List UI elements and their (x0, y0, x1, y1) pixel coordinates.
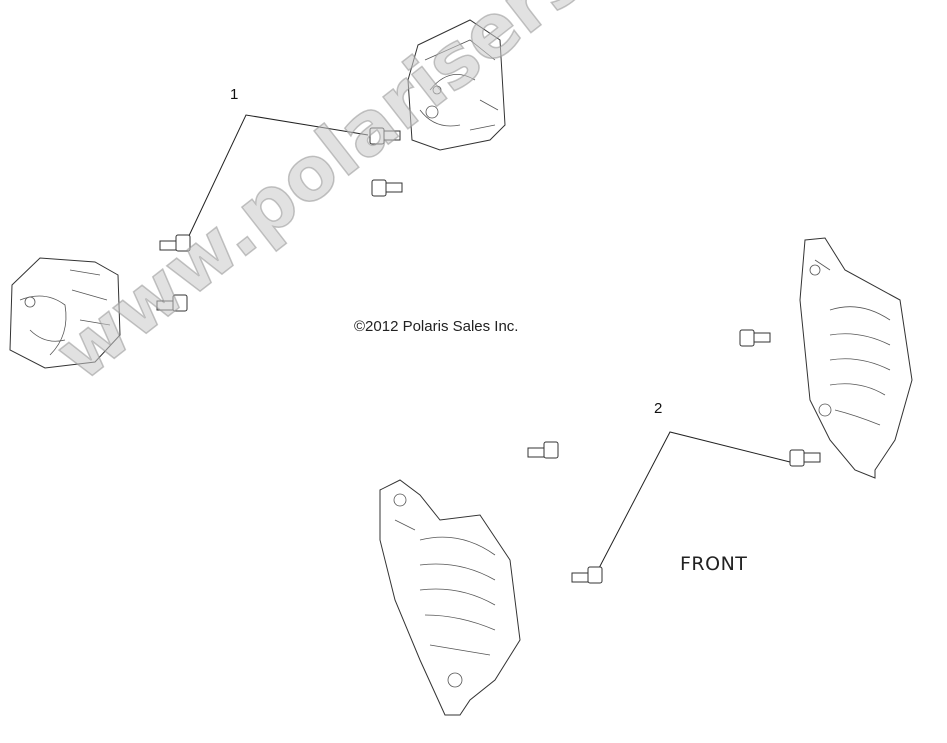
callout-label-2: 2 (654, 400, 663, 417)
caliper-top (407, 19, 506, 151)
callout-label-1: 1 (230, 86, 239, 103)
bolt (739, 329, 771, 347)
bolt (156, 294, 188, 312)
caliper-left (9, 257, 121, 369)
bolt (369, 127, 401, 145)
caliper-right (799, 237, 913, 479)
bolt (371, 179, 403, 197)
bolt (159, 234, 191, 252)
caliper-bottom (379, 479, 521, 716)
bolt (571, 566, 603, 584)
leader-line-2 (597, 431, 791, 571)
bolts (156, 127, 821, 584)
leader-line-1 (186, 114, 369, 241)
bolt (789, 449, 821, 467)
copyright-notice: ©2012 Polaris Sales Inc. (354, 318, 519, 335)
front-orientation-label: FRONT (680, 553, 748, 575)
bolt (527, 441, 559, 459)
